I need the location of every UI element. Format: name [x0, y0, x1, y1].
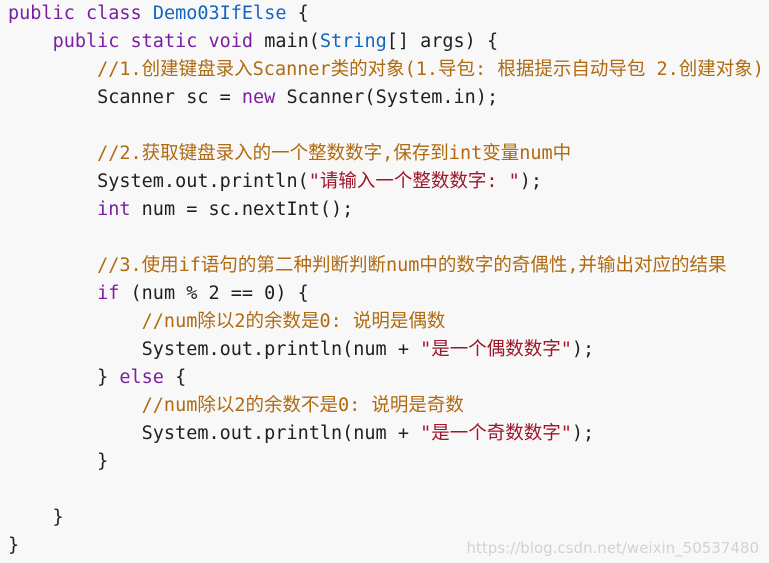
code-token [142, 3, 153, 24]
code-token: } [8, 507, 64, 528]
code-line: System.out.println(num + "是一个奇数数字"); [8, 420, 764, 448]
code-line: } [8, 532, 764, 560]
code-line: System.out.println(num + "是一个偶数数字"); [8, 336, 764, 364]
code-token [75, 3, 86, 24]
watermark: https://blog.csdn.net/weixin_50537480 [466, 539, 759, 557]
code-token: (num % 2 == 0) { [119, 283, 309, 304]
code-token [8, 283, 97, 304]
string-literal: "请输入一个整数数字: " [308, 171, 520, 192]
code-token [8, 311, 142, 332]
code-token [8, 59, 97, 80]
code-token: num = sc.nextInt(); [130, 199, 354, 220]
code-token: ); [571, 339, 595, 360]
code-line: } else { [8, 364, 764, 392]
code-token: main( [253, 31, 320, 52]
code-line [8, 112, 764, 140]
code-line: System.out.println("请输入一个整数数字: "); [8, 168, 764, 196]
code-token: } [8, 367, 120, 388]
code-token: } [8, 535, 20, 556]
code-line: //3.使用if语句的第二种判断判断num中的数字的奇偶性,并输出对应的结果 [8, 252, 764, 280]
code-line: } [8, 448, 764, 476]
code-token: System.out.println(num + [8, 339, 421, 360]
code-token [197, 31, 208, 52]
code-token [8, 143, 97, 164]
keyword-token: class [85, 3, 142, 24]
type-token: String [319, 31, 387, 52]
string-literal: "是一个奇数数字" [420, 423, 572, 444]
code-line [8, 224, 764, 252]
comment-token: //num除以2的余数是0: 说明是偶数 [141, 311, 446, 332]
code-token [119, 31, 130, 52]
code-token [8, 31, 53, 52]
code-line: public class Demo03IfElse { [8, 0, 764, 28]
keyword-token: public [8, 3, 75, 24]
code-token: System.out.println(num + [8, 423, 421, 444]
code-line: //num除以2的余数是0: 说明是偶数 [8, 308, 764, 336]
code-token: { [163, 367, 187, 388]
code-token [8, 255, 97, 276]
keyword-token: void [208, 31, 254, 52]
code-token: [] args) { [386, 31, 499, 52]
comment-token: //2.获取键盘录入的一个整数数字,保存到int变量num中 [97, 143, 572, 164]
keyword-token: public [52, 31, 120, 52]
code-line: public static void main(String[] args) { [8, 28, 764, 56]
code-line: } [8, 504, 764, 532]
code-line [8, 476, 764, 504]
string-literal: "是一个偶数数字" [420, 339, 572, 360]
keyword-token: if [97, 283, 120, 304]
code-token: Scanner sc = [8, 87, 242, 108]
code-token [8, 395, 142, 416]
code-token: Scanner(System.in); [275, 87, 499, 108]
type-token: Demo03IfElse [152, 3, 287, 24]
code-line: if (num % 2 == 0) { [8, 280, 764, 308]
code-token: { [286, 3, 309, 24]
code-block[interactable]: public class Demo03IfElse { public stati… [8, 0, 764, 560]
comment-token: //3.使用if语句的第二种判断判断num中的数字的奇偶性,并输出对应的结果 [97, 255, 727, 276]
code-line: int num = sc.nextInt(); [8, 196, 764, 224]
code-token [8, 199, 97, 220]
keyword-token: new [241, 87, 276, 108]
comment-token: //num除以2的余数不是0: 说明是奇数 [141, 395, 464, 416]
code-line: Scanner sc = new Scanner(System.in); [8, 84, 764, 112]
code-token: ); [519, 171, 543, 192]
keyword-token: else [119, 367, 164, 388]
code-line: //1.创建键盘录入Scanner类的对象(1.导包: 根据提示自动导包 2.创… [8, 56, 764, 84]
code-token: } [8, 451, 109, 472]
code-token: System.out.println( [8, 171, 309, 192]
keyword-token: static [130, 31, 198, 52]
keyword-token: int [97, 199, 131, 220]
code-line: //num除以2的余数不是0: 说明是奇数 [8, 392, 764, 420]
code-token: ); [571, 423, 595, 444]
code-line: //2.获取键盘录入的一个整数数字,保存到int变量num中 [8, 140, 764, 168]
comment-token: //1.创建键盘录入Scanner类的对象(1.导包: 根据提示自动导包 2.创… [97, 59, 764, 80]
